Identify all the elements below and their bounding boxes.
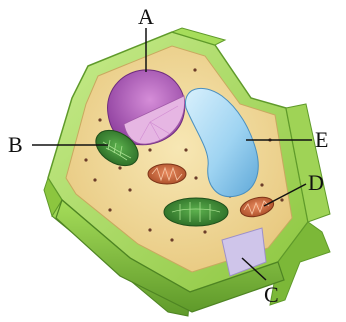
label-c: C bbox=[264, 282, 279, 307]
chloroplast-lower bbox=[164, 198, 228, 226]
label-a: A bbox=[138, 4, 154, 29]
mitochondrion-center bbox=[148, 164, 186, 184]
label-b: B bbox=[8, 132, 23, 157]
label-e: E bbox=[315, 127, 328, 152]
label-d: D bbox=[308, 170, 324, 195]
